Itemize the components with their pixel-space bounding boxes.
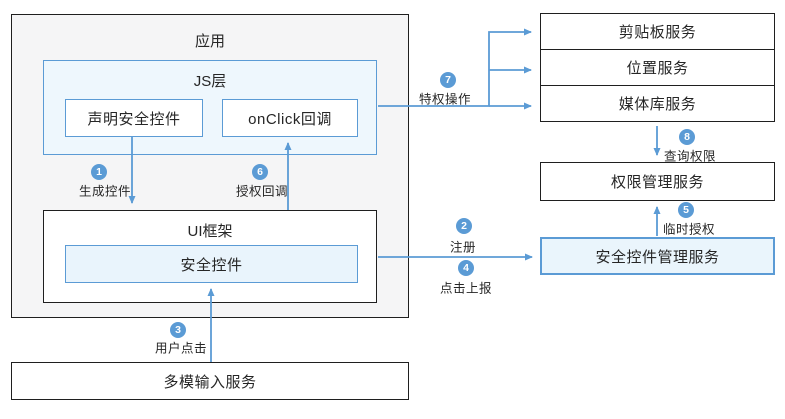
- permission-management-service-label: 权限管理服务: [610, 174, 704, 191]
- media-library-service-box: 媒体库服务: [540, 84, 775, 122]
- media-library-service-label: 媒体库服务: [618, 95, 697, 113]
- onclick-callback-label: onClick回调: [248, 110, 332, 128]
- step-label-query-permission: 查询权限: [663, 149, 717, 164]
- step-badge-3: 3: [170, 322, 186, 338]
- ui-framework-title: UI框架: [187, 223, 233, 240]
- step-badge-6: 6: [252, 164, 268, 180]
- step-badge-4: 4: [458, 260, 474, 276]
- step-label-temporary-authorization: 临时授权: [662, 222, 716, 237]
- permission-management-service-box: 权限管理服务: [540, 162, 775, 201]
- security-component-node: 安全控件: [65, 245, 358, 283]
- step-badge-2: 2: [456, 218, 472, 234]
- declare-security-component-label: 声明安全控件: [87, 110, 181, 128]
- step-badge-8: 8: [679, 129, 695, 145]
- step-label-generate-component: 生成控件: [78, 184, 132, 199]
- step-label-click-report: 点击上报: [439, 281, 493, 296]
- system-services-column: 剪贴板服务 位置服务 媒体库服务: [540, 13, 775, 122]
- step-label-register: 注册: [449, 240, 477, 255]
- js-layer-title: JS层: [193, 73, 227, 90]
- declare-security-component-node: 声明安全控件: [65, 99, 203, 137]
- clipboard-service-label: 剪贴板服务: [618, 24, 697, 42]
- security-component-label: 安全控件: [180, 256, 243, 274]
- step-badge-5: 5: [678, 202, 694, 218]
- multimodal-input-service-box: 多模输入服务: [11, 362, 409, 400]
- security-component-management-service-box: 安全控件管理服务: [540, 237, 775, 275]
- step-badge-7: 7: [440, 72, 456, 88]
- step-label-privileged-operation: 特权操作: [418, 92, 472, 107]
- step-badge-1: 1: [91, 164, 107, 180]
- step-label-authorization-callback: 授权回调: [235, 184, 289, 199]
- app-title: 应用: [194, 33, 225, 50]
- location-service-box: 位置服务: [540, 48, 775, 87]
- onclick-callback-node: onClick回调: [222, 99, 358, 137]
- location-service-label: 位置服务: [626, 59, 689, 77]
- step-label-user-click: 用户点击: [154, 341, 208, 356]
- clipboard-service-box: 剪贴板服务: [540, 13, 775, 51]
- multimodal-input-service-label: 多模输入服务: [163, 373, 257, 391]
- security-component-management-service-label: 安全控件管理服务: [595, 248, 720, 266]
